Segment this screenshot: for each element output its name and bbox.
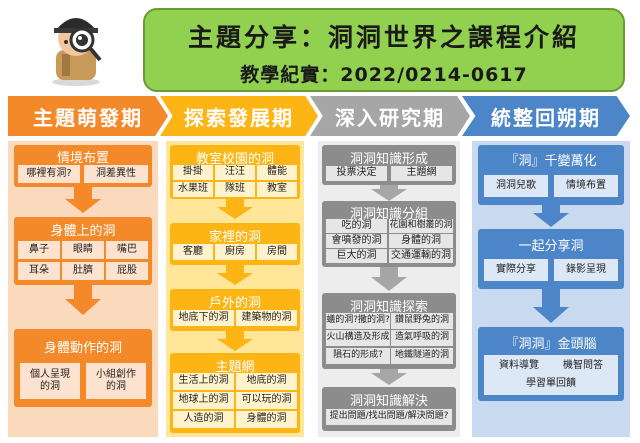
item-cell: 提出問題/找出問題/解決問題? [326, 409, 452, 425]
page-subtitle: 教學紀實：2022/0214-0617 [145, 60, 623, 87]
group-title: 家裡的洞 [170, 226, 300, 245]
item-cell: 地鐵隧道的洞 [391, 348, 453, 364]
flow-arrow-head [533, 213, 569, 227]
item-cell: 洞差異性 [84, 165, 148, 183]
column-3-panel: 洞洞知識形成 投票決定 主題網 洞洞知識分組 吃的洞 花園和樹叢的洞 會噴發的洞… [318, 141, 460, 437]
group-title: 情境布置 [14, 147, 152, 166]
item-cell: 嘴巴 [106, 241, 148, 259]
item-cell: 機智問答 [552, 358, 614, 374]
item-cell: 眼睛 [62, 241, 104, 259]
title-banner: 主題分享：洞洞世界之課程介紹 教學紀實：2022/0214-0617 [143, 8, 625, 92]
flow-arrow-head [217, 207, 253, 219]
group-situation-layout: 情境布置 哪裡有洞? 洞差異性 [14, 145, 152, 187]
group-title: 身體上的洞 [14, 220, 152, 239]
flow-arrow-head [533, 307, 569, 323]
item-cell: 資料導覽 [488, 358, 550, 374]
flow-arrow-head [217, 273, 253, 285]
item-cell: 身體的洞 [389, 234, 453, 248]
flow-arrow [542, 289, 560, 309]
item-cell: 情境布置 [554, 175, 618, 197]
item-cell: 隊班 [215, 182, 255, 197]
item-cell: 客廳 [173, 244, 213, 260]
group-title: 洞洞知識形成 [322, 148, 456, 167]
column-2-panel: 教室校園的洞 掛掛 汪汪 體能 水果班 隊班 教室 家裡的洞 客廳 廚房 房間 … [166, 141, 304, 437]
group-body-holes: 身體上的洞 鼻子 眼睛 嘴巴 耳朵 肚臍 屁股 [14, 217, 152, 285]
item-cell: 主題網 [391, 166, 452, 181]
item-cell: 鼻子 [18, 241, 60, 259]
item-cell: 巨大的洞 [326, 249, 387, 263]
group-hole-variations: 『洞』千變萬化 洞洞兒歌 情境布置 [478, 145, 624, 205]
item-cell: 造氣呼吸的洞 [391, 330, 453, 346]
item-cell: 地底下的洞 [173, 310, 234, 326]
item-cell: 交通運輸的洞 [389, 249, 453, 263]
item-cell: 廚房 [215, 244, 255, 260]
item-cell: 地球上的洞 [173, 392, 234, 409]
group-golden-brain: 『洞洞』金頭腦 資料導覽 機智問答 學習單回饋 [478, 327, 624, 401]
flow-arrow-head [371, 189, 407, 201]
phase-header-1: 主題萌發期 [8, 96, 168, 136]
group-knowledge-solving: 洞洞知識解決 提出問題/找出問題/解決問題? [322, 387, 456, 431]
flow-arrow-head [371, 277, 407, 291]
item-cell: 實際分享 [484, 259, 548, 281]
group-outdoor-holes: 戶外的洞 地底下的洞 建築物的洞 [170, 289, 300, 331]
item-cell: 可以玩的洞 [236, 392, 297, 409]
item-cell: 學習單回饋 [518, 376, 584, 392]
item-cell: 鑽鼠野兔的洞 [391, 313, 453, 329]
detective-mascot-icon [40, 4, 112, 86]
item-cell: 會噴發的洞 [326, 234, 387, 248]
item-cell: 吃的洞 [326, 219, 387, 233]
item-cell: 火山構造及形成 [326, 330, 390, 346]
item-cell: 人造的洞 [173, 411, 234, 428]
phase-header-2: 探索發展期 [160, 96, 318, 136]
group-knowledge-formation: 洞洞知識形成 投票決定 主題網 [322, 145, 456, 185]
item-cell: 隕石的形成? [326, 348, 390, 364]
group-title: 戶外的洞 [170, 292, 300, 311]
group-knowledge-exploration: 洞洞知識探索 蟻的洞?撒的洞? 鑽鼠野兔的洞 火山構造及形成 造氣呼吸的洞 隕石… [322, 293, 456, 369]
phase-header-4: 統整回朔期 [462, 96, 630, 136]
item-cell: 體能 [257, 165, 297, 180]
page-title: 主題分享：洞洞世界之課程介紹 [145, 18, 623, 54]
item-cell: 洞洞兒歌 [484, 175, 548, 197]
flow-arrow-head [65, 199, 101, 213]
item-cell: 教室 [257, 182, 297, 197]
group-title: 身體動作的洞 [14, 337, 152, 356]
group-title: 『洞』千變萬化 [478, 150, 624, 169]
item-cell: 蟻的洞?撒的洞? [326, 313, 390, 329]
item-cell: 房間 [257, 244, 297, 260]
group-home-holes: 家裡的洞 客廳 廚房 房間 [170, 223, 300, 265]
item-cell: 哪裡有洞? [18, 165, 80, 183]
item-cell: 生活上的洞 [173, 373, 234, 390]
group-title: 洞洞知識解決 [322, 390, 456, 409]
phase-header-3: 深入研究期 [310, 96, 470, 136]
item-cell: 建築物的洞 [236, 310, 297, 326]
column-1-panel: 情境布置 哪裡有洞? 洞差異性 身體上的洞 鼻子 眼睛 嘴巴 耳朵 肚臍 屁股 … [8, 141, 158, 437]
item-cell: 身體的洞 [236, 411, 297, 428]
item-cell: 掛掛 [173, 165, 213, 180]
flow-arrow-head [371, 373, 407, 385]
item-cell: 水果班 [173, 182, 213, 197]
group-title: 一起分享洞 [478, 235, 624, 254]
item-cell: 花園和樹叢的洞 [389, 219, 453, 233]
group-body-movement-holes: 身體動作的洞 個人呈現 的洞 小組創作 的洞 [14, 329, 152, 407]
flow-arrow-head [65, 299, 101, 315]
item-cell: 個人呈現 的洞 [20, 363, 80, 399]
item-cell: 耳朵 [18, 262, 60, 280]
item-cell: 屁股 [106, 262, 148, 280]
column-4-panel: 『洞』千變萬化 洞洞兒歌 情境布置 一起分享洞 實際分享 錄影呈現 『洞洞』金頭… [472, 141, 630, 437]
item-cell: 投票決定 [326, 166, 387, 181]
group-theme-web: 主題網 生活上的洞 地底的洞 地球上的洞 可以玩的洞 人造的洞 身體的洞 [170, 353, 300, 433]
flow-arrow-head [217, 339, 253, 351]
group-title: 『洞洞』金頭腦 [478, 333, 624, 352]
group-sharing-holes: 一起分享洞 實際分享 錄影呈現 [478, 229, 624, 289]
item-cell: 錄影呈現 [554, 259, 618, 281]
group-knowledge-grouping: 洞洞知識分組 吃的洞 花園和樹叢的洞 會噴發的洞 身體的洞 巨大的洞 交通運輸的… [322, 201, 456, 267]
item-cell: 小組創作 的洞 [86, 363, 146, 399]
item-cell: 地底的洞 [236, 373, 297, 390]
item-cell: 汪汪 [215, 165, 255, 180]
group-classroom-campus-holes: 教室校園的洞 掛掛 汪汪 體能 水果班 隊班 教室 [170, 145, 300, 199]
item-cell: 肚臍 [62, 262, 104, 280]
